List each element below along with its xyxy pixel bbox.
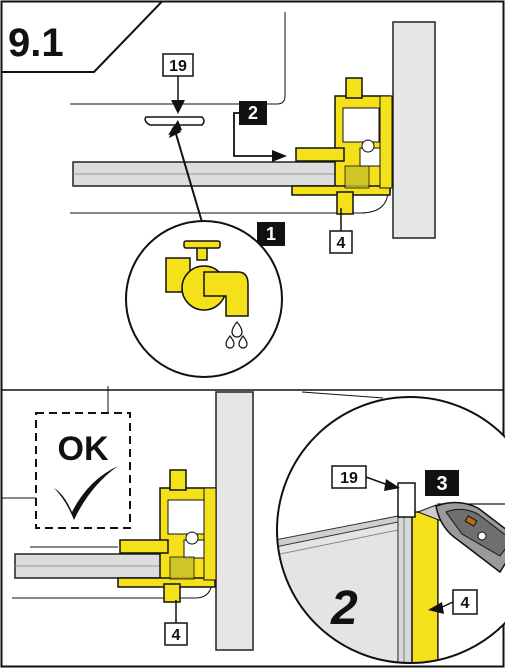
- water-tap-icon: [165, 240, 249, 317]
- svg-text:19: 19: [340, 470, 358, 487]
- zoom-circle-border: [276, 396, 505, 664]
- seal-strip-19: [144, 116, 205, 126]
- step-3-badge: [425, 470, 459, 496]
- wall: [392, 21, 436, 239]
- outline-line: [70, 12, 286, 105]
- svg-text:4: 4: [461, 595, 470, 612]
- svg-text:19: 19: [169, 58, 187, 75]
- step-title: 9.1: [8, 21, 64, 65]
- utility-knife-icon: [416, 501, 505, 574]
- svg-text:4: 4: [337, 235, 346, 252]
- profile-part-4-bottom: [117, 469, 217, 603]
- step-2-badge: [239, 101, 267, 125]
- svg-text:3: 3: [436, 473, 447, 495]
- check-mark-icon: [54, 466, 118, 520]
- svg-text:4: 4: [172, 627, 181, 644]
- ok-label: OK: [58, 430, 109, 468]
- water-drop-icon: [225, 321, 248, 349]
- wall-bottom: [215, 391, 254, 651]
- profile-part-4: [291, 77, 393, 215]
- zoom-detail: [277, 397, 505, 663]
- callout-4-zoom: [452, 589, 478, 615]
- svg-text:2: 2: [248, 103, 258, 123]
- step-1-badge: [257, 222, 285, 246]
- ok-box: [35, 412, 131, 529]
- svg-text:1: 1: [266, 224, 276, 244]
- step-title-tab: [0, 0, 165, 73]
- panel-number: 2: [330, 582, 358, 635]
